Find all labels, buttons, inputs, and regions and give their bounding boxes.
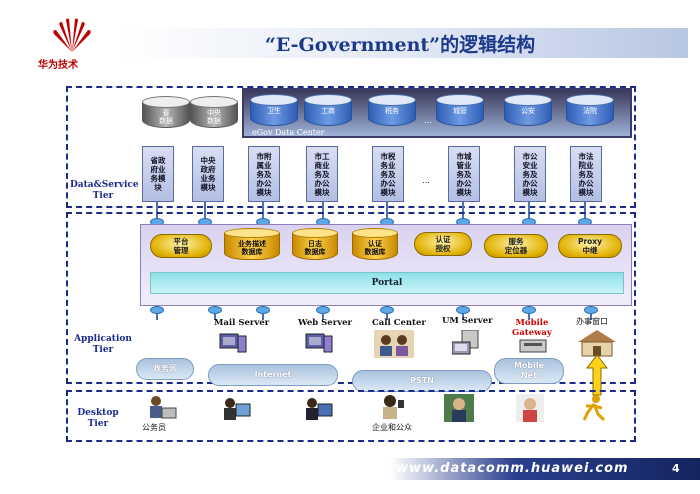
module-city-court: 市法院业务及办公模块 (570, 146, 602, 202)
db-business-description: 业务描述 数据库 (224, 228, 280, 262)
application-tier-label: Application Tier (74, 334, 132, 355)
enterprise-user-icon (376, 394, 410, 424)
huawei-logo (52, 18, 92, 54)
mobile-net-cloud: Mobile Net (494, 358, 564, 384)
web-server-icon (304, 332, 334, 358)
db-commerce: 工商 (304, 94, 352, 130)
pill-platform-management: 平台 管理 (150, 234, 212, 258)
pill-service-locator: 服务 定位器 (484, 234, 548, 258)
service-window-label: 办事窗口 (576, 317, 608, 326)
dc-ellipsis: … (424, 116, 432, 125)
pill-proxy-relay: Proxy 中继 (558, 234, 622, 258)
civil-servant-label: 公务员 (142, 423, 166, 432)
service-window-icon (576, 328, 618, 362)
central-data-db: 中央 数据 (190, 96, 238, 132)
up-arrow-icon (585, 354, 609, 400)
module-provincial-gov: 省政府业务模块 (142, 146, 174, 202)
connector-node (208, 306, 222, 314)
mobile-gateway-icon (518, 334, 550, 360)
data-service-tier-box (66, 86, 636, 208)
page-number: 4 (672, 462, 680, 475)
pstn-cloud: PSTN (352, 370, 492, 392)
enterprise-public-label: 企业和公众 (372, 423, 412, 432)
mail-server-icon (218, 332, 248, 358)
phone-user-icon (444, 394, 474, 426)
page-title: “E-Government”的逻辑结构 (264, 34, 536, 56)
module-city-security: 市公安业务及办公模块 (514, 146, 546, 202)
province-data-db: 省 数据 (142, 96, 190, 132)
module-central-gov: 中央政府业务模块 (192, 146, 224, 202)
internet-cloud: Internet (208, 364, 338, 386)
connector-node (522, 306, 536, 314)
running-person-icon (580, 394, 608, 426)
call-center-icon (374, 330, 414, 362)
mobile-user-icon (516, 394, 544, 426)
db-log: 日志 数据库 (292, 228, 338, 262)
title-band (120, 28, 688, 58)
modules-ellipsis: … (422, 176, 430, 185)
connector-node (584, 306, 598, 314)
module-city-commerce: 市工商业务及办公模块 (306, 146, 338, 202)
logo-text: 华为技术 (38, 60, 78, 71)
egov-data-center-label: eGov Data Center (252, 128, 325, 137)
gov-network-cloud: 政务网 (136, 358, 194, 380)
desktop-tier-box (66, 390, 636, 442)
db-authentication: 认证 数据库 (352, 228, 398, 262)
web-server-label: Web Server (298, 318, 353, 328)
connector-node (256, 306, 270, 314)
connector-node (380, 306, 394, 314)
module-city-urban: 市城管业务及办公模块 (448, 146, 480, 202)
application-tier-box (66, 212, 636, 384)
db-public-security: 公安 (504, 94, 552, 130)
data-service-tier-label: Data&Service Tier (70, 180, 139, 201)
db-urban-management: 城管 (436, 94, 484, 130)
desktop-user-3-icon (300, 396, 334, 426)
footer-url: www.datacomm.huawei.com (396, 461, 629, 476)
portal-bar: Portal (150, 272, 624, 294)
desktop-user-2-icon (218, 396, 252, 426)
desktop-tier-label: Desktop Tier (77, 408, 119, 429)
connector-node (150, 306, 164, 314)
call-center-label: Call Center (372, 318, 426, 328)
huawei-logo-mark (53, 18, 91, 53)
module-city-affiliated: 市附属业务及办公模块 (248, 146, 280, 202)
um-server-label: UM Server (442, 316, 493, 326)
connector-node (316, 306, 330, 314)
um-server-icon (451, 329, 482, 362)
pill-authentication-authorization: 认证 授权 (414, 232, 472, 256)
db-health: 卫生 (250, 94, 298, 130)
civil-servant-icon (144, 394, 178, 424)
db-tax: 税务 (368, 94, 416, 130)
module-city-tax: 市税务业务及办公模块 (372, 146, 404, 202)
footer-band (390, 458, 700, 480)
mail-server-label: Mail Server (214, 318, 270, 328)
connector-node (456, 306, 470, 314)
mobile-gateway-label: Mobile Gateway (512, 318, 552, 338)
db-court: 法院 (566, 94, 614, 130)
